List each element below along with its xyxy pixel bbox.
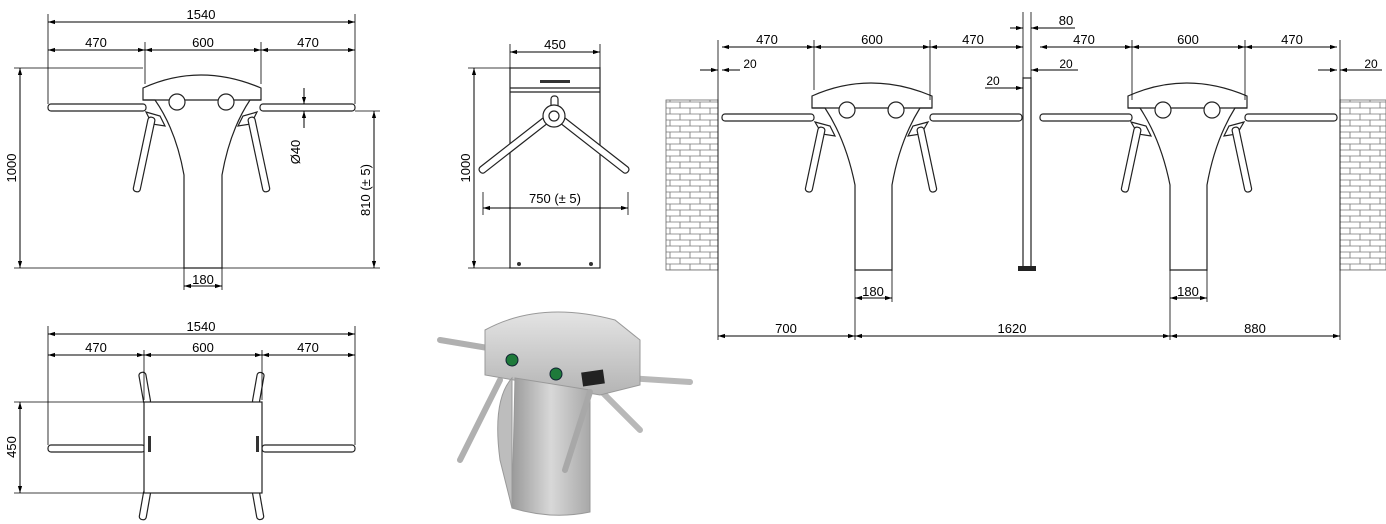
top-arm-left [47, 444, 146, 453]
gap-post-right: 20 [1059, 57, 1073, 71]
center-post [1022, 77, 1032, 269]
photo-column [511, 377, 591, 516]
photo-hub [581, 369, 605, 387]
unit2-arm-right [1244, 113, 1338, 122]
front-height: 1000 [4, 154, 19, 183]
unit2-base-width: 180 [1177, 284, 1199, 299]
front-arm-height: 810 (± 5) [358, 164, 373, 216]
unit2-right-arm-length: 470 [1281, 32, 1303, 47]
side-arm-span: 750 (± 5) [529, 191, 581, 206]
top-left-arm-length: 470 [85, 340, 107, 355]
front-total-width: 1540 [187, 7, 216, 22]
installation-plan: 470 600 470 470 600 470 80 20 20 20 20 1… [665, 12, 1386, 340]
top-arm-right [261, 444, 356, 453]
top-turnstile-body [143, 401, 263, 494]
front-turnstile-body [142, 74, 262, 269]
front-arm-left [47, 103, 147, 112]
front-left-arm-length: 470 [85, 35, 107, 50]
unit1-body-width: 600 [861, 32, 883, 47]
front-base-width: 180 [192, 272, 214, 287]
gap-post-left: 20 [986, 74, 1000, 88]
front-body-width: 600 [192, 35, 214, 50]
front-indicator-left [168, 93, 186, 111]
turnstile-photo [437, 311, 693, 516]
gap-wall-right: 20 [1364, 57, 1378, 71]
unit2-body-width: 600 [1177, 32, 1199, 47]
top-arm-se [251, 489, 265, 521]
unit2-to-wall: 880 [1244, 321, 1266, 336]
gap-wall-left: 20 [743, 57, 757, 71]
unit1-to-unit2: 1620 [998, 321, 1027, 336]
top-depth: 450 [4, 436, 19, 458]
unit1-arm-left [721, 113, 815, 122]
side-height: 1000 [458, 154, 473, 183]
unit2-arm-left [1039, 113, 1133, 122]
unit1-base-width: 180 [862, 284, 884, 299]
unit1-left-arm-length: 470 [756, 32, 778, 47]
unit2-left-arm-length: 470 [1073, 32, 1095, 47]
side-depth: 450 [544, 37, 566, 52]
front-arm-diag-left [132, 116, 156, 193]
wall-to-unit1: 700 [775, 321, 797, 336]
side-view: 450 1000 750 (± 5) [458, 37, 630, 269]
top-view: 1540 470 600 470 450 [4, 319, 356, 521]
top-arm-ne [251, 371, 265, 405]
brick-wall-right [1339, 99, 1386, 271]
unit1-arm-right [929, 113, 1023, 122]
top-total-width: 1540 [187, 319, 216, 334]
photo-led-left [505, 353, 519, 367]
photo-led-right [549, 367, 563, 381]
front-right-arm-length: 470 [297, 35, 319, 50]
top-body-width: 600 [192, 340, 214, 355]
top-right-arm-length: 470 [297, 340, 319, 355]
top-arm-sw [138, 489, 152, 521]
front-indicator-right [217, 93, 235, 111]
top-arm-nw [138, 371, 152, 405]
front-view: 1540 470 600 470 1000 810 (± 5) Ø40 180 [4, 7, 380, 290]
front-arm-diag-right [247, 116, 271, 193]
post-width: 80 [1059, 13, 1073, 28]
front-arm-diameter: Ø40 [288, 140, 303, 165]
center-post-base [1018, 266, 1036, 271]
brick-wall-left [665, 99, 719, 271]
unit2-body [1127, 82, 1248, 271]
front-arm-right [259, 103, 356, 112]
unit1-right-arm-length: 470 [962, 32, 984, 47]
unit1-body [811, 82, 933, 271]
